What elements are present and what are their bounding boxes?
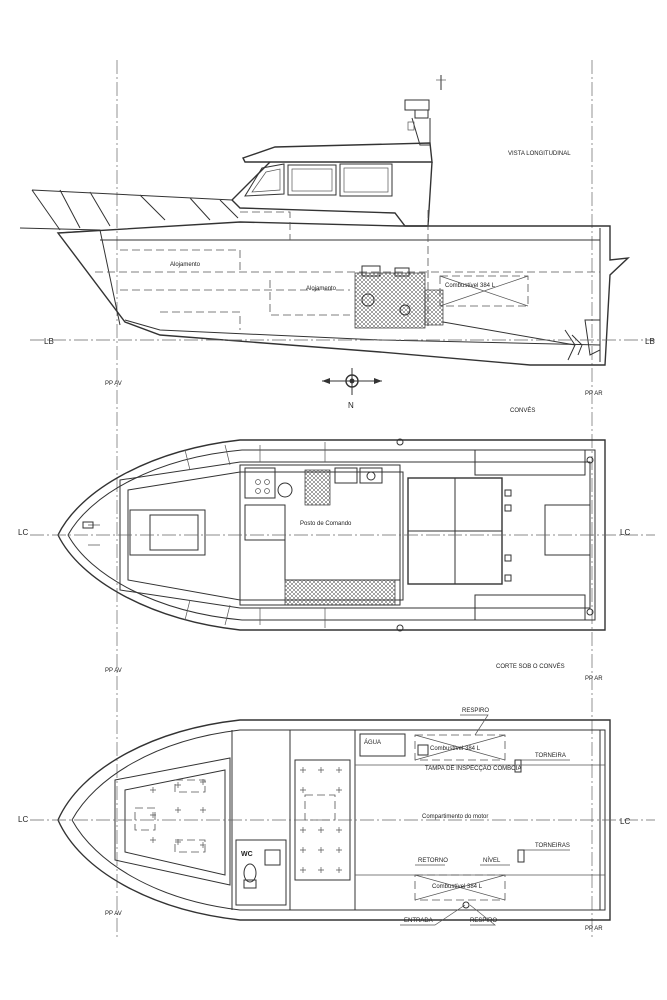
aft-hatch <box>544 504 591 556</box>
fuel-tank-bottom-label: Combustível 384 L <box>432 884 483 890</box>
cl-label-left-deck: LC <box>18 528 28 537</box>
rudder <box>584 319 601 356</box>
torneira-label: TORNEIRA <box>535 753 566 759</box>
below-deck-view: CORTE SOB O CONVÉS WC ÁGUA <box>18 663 655 932</box>
retorno-label: RETORNO <box>418 858 448 864</box>
fuel-tank-profile <box>439 275 529 307</box>
forward-cushions <box>150 779 206 848</box>
seat-bench <box>284 579 396 606</box>
pp-aft-label-profile: PP AR <box>585 391 603 397</box>
entrada-label: ENTRADA <box>404 918 433 924</box>
cl-label-left-below: LC <box>18 815 28 824</box>
below-deck-view-title: CORTE SOB O CONVÉS <box>496 663 565 670</box>
pp-forward-label-profile: PP AV <box>105 381 122 387</box>
compass-rose: N <box>322 368 382 410</box>
water-tank <box>359 733 406 757</box>
torneiras-label: TORNEIRAS <box>535 843 570 849</box>
pp-forward-label-deck: PP AV <box>105 668 122 674</box>
fuel-tank-top-label: Combustível 384 L <box>430 746 481 752</box>
deck-view: CONVÉS Posto de Comando <box>18 407 655 682</box>
cl-label-right-deck: LC <box>620 528 630 537</box>
pp-forward-label-below: PP AV <box>105 911 122 917</box>
mast <box>414 110 429 119</box>
cabin-window-aft <box>339 163 393 197</box>
engine <box>354 265 444 329</box>
agua-label: ÁGUA <box>364 739 381 746</box>
propeller <box>564 329 583 361</box>
respiro-bottom-label: RESPIRO <box>470 918 497 924</box>
fuel-tank-top <box>414 734 506 761</box>
respiro-top-label: RESPIRO <box>462 708 489 714</box>
tampa-inspecao-label: TAMPA DE INSPECÇÃO COMBOIA <box>425 765 521 772</box>
compass-letter: N <box>348 401 354 410</box>
profile-view-title: VISTA LONGITUDINAL <box>508 151 571 157</box>
cabin-roof <box>242 142 433 163</box>
profile-view: VISTA LONGITUDINAL A <box>19 75 655 410</box>
wc-compartment <box>235 839 287 906</box>
pp-aft-label-below: PP AR <box>585 926 603 932</box>
fuel-tank-bottom <box>414 874 506 901</box>
deck-view-title: CONVÉS <box>510 407 535 414</box>
pp-aft-label-deck: PP AR <box>585 676 603 682</box>
alojamento-aft-label: Alojamento <box>306 286 337 292</box>
saloon-cushions <box>300 767 342 873</box>
baseline-label-right: LB <box>645 337 655 346</box>
wc-label: WC <box>241 851 253 858</box>
bow-rail <box>31 189 239 231</box>
alojamento-fwd-label: Alojamento <box>170 262 201 268</box>
cabin-window-mid <box>287 164 337 196</box>
propeller-shaft <box>442 321 576 346</box>
fore-hatch <box>129 509 206 556</box>
cl-label-right-below: LC <box>620 817 630 826</box>
radar-dome <box>404 99 430 111</box>
posto-comando-label: Posto de Comando <box>300 521 352 527</box>
cabin-window-fwd <box>244 163 285 197</box>
baseline-label-left: LB <box>44 337 54 346</box>
toilet <box>243 863 257 883</box>
hull-outline <box>56 221 631 366</box>
nivel-label: NÍVEL <box>483 857 501 864</box>
steering-wheel <box>277 482 293 498</box>
fuel-tank-profile-label: Combustível 384 L <box>445 283 496 289</box>
forward-berth <box>114 757 231 886</box>
compartimento-motor-label: Compartimento do motor <box>422 814 488 820</box>
